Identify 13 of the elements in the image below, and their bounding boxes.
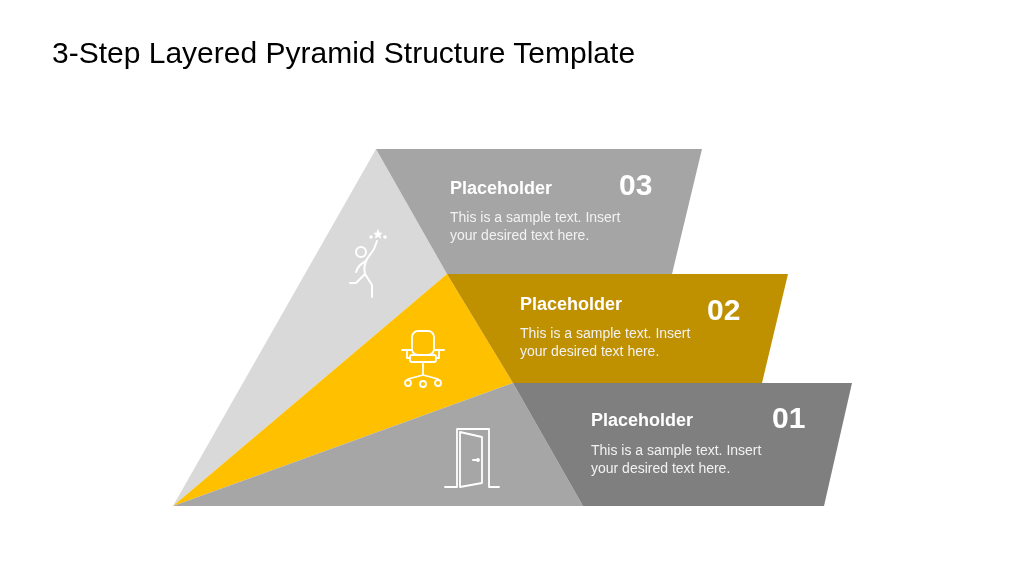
level-heading: Placeholder (591, 409, 694, 431)
step-number: 01 (772, 403, 806, 433)
level-band (376, 149, 702, 274)
level-band (447, 274, 788, 383)
description-text: This is a sample text. Insert your desired text here. (450, 208, 622, 244)
step-number: 03 (619, 170, 653, 200)
description-text: This is a sample text. Insert your desired text here. (520, 324, 692, 360)
level-heading: Placeholder (520, 293, 623, 315)
level-heading: Placeholder (450, 177, 553, 199)
description-text: This is a sample text. Insert your desired text here. (591, 441, 763, 477)
slide-title: 3-Step Layered Pyramid Structure Template (52, 35, 636, 71)
level-band (513, 383, 852, 506)
step-number: 02 (707, 295, 741, 325)
